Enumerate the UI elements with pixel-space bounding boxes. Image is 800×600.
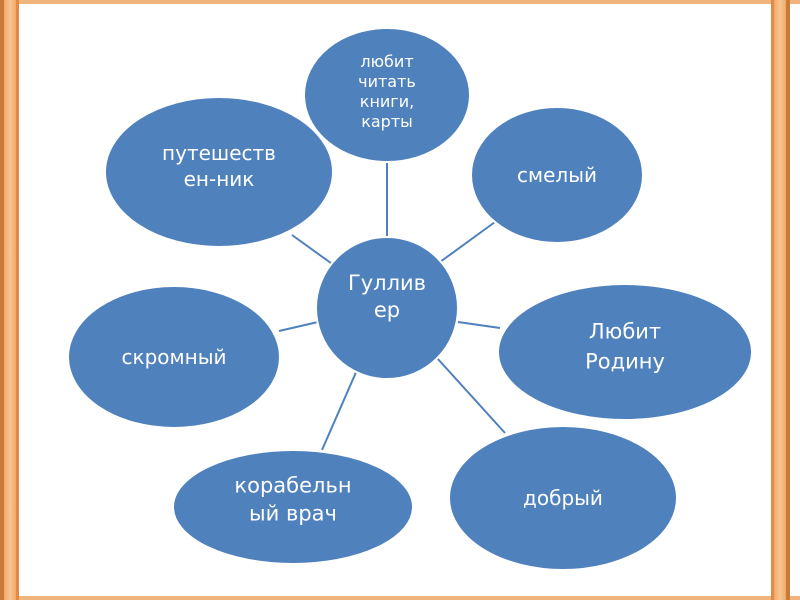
node-reads-label-line: любит [360, 52, 413, 71]
node-loves-homeland-ellipse [497, 283, 753, 421]
frame-left-strip [4, 0, 16, 600]
frame-right-strip [774, 0, 786, 600]
node-center-ellipse [315, 236, 459, 380]
node-ship-doctor-label-line: корабельн [234, 474, 351, 498]
node-kind: добрый [448, 425, 678, 571]
node-center-gulliver: Гуллив ер [315, 236, 459, 380]
connectors [278, 163, 506, 451]
node-loves-homeland-label-line: Родину [585, 350, 665, 374]
node-brave: смелый [470, 106, 644, 244]
connector-loves-homeland [457, 321, 501, 329]
frame-right-outer [786, 0, 790, 600]
frame-right-inner [771, 0, 774, 600]
connector-kind [436, 357, 506, 434]
node-ship-doctor: корабельн ый врач [172, 449, 414, 565]
node-brave-label-line: смелый [517, 163, 597, 187]
node-reads-label-line: книги, [360, 92, 414, 111]
node-reads-label-line: карты [361, 112, 413, 131]
node-center-label-line: Гуллив [348, 271, 426, 295]
node-loves-homeland-label-line: Любит [589, 320, 661, 344]
node-ship-doctor-ellipse [172, 449, 414, 565]
node-traveler-label-line: путешеств [162, 141, 276, 165]
node-ship-doctor-label-line: ый врач [249, 502, 337, 526]
node-traveler-label-line: ен-ник [184, 167, 255, 191]
node-center-label: Гуллив ер [348, 271, 426, 322]
node-kind-label: добрый [523, 486, 603, 510]
frame-left-inner [16, 0, 19, 600]
connector-brave [439, 221, 496, 263]
frame-bottom-band [0, 596, 800, 600]
node-reads-ellipse [303, 27, 471, 163]
node-traveler-ellipse [104, 96, 334, 248]
node-brave-label: смелый [517, 163, 597, 187]
connector-traveler [291, 234, 336, 267]
node-kind-label-line: добрый [523, 486, 603, 510]
node-modest: скромный [67, 285, 281, 429]
node-modest-label: скромный [122, 345, 227, 369]
node-brave-ellipse [470, 106, 644, 244]
node-kind-ellipse [448, 425, 678, 571]
node-reads-label-line: читать [358, 72, 416, 91]
connector-modest [278, 321, 319, 332]
node-modest-ellipse [67, 285, 281, 429]
node-ship-doctor-label: корабельн ый врач [234, 474, 351, 526]
node-center-label-line: ер [374, 298, 400, 322]
node-modest-label-line: скромный [122, 345, 227, 369]
frame-left-outer [0, 0, 4, 600]
frame-top-band [0, 0, 800, 4]
connector-ship-doctor [321, 369, 358, 451]
